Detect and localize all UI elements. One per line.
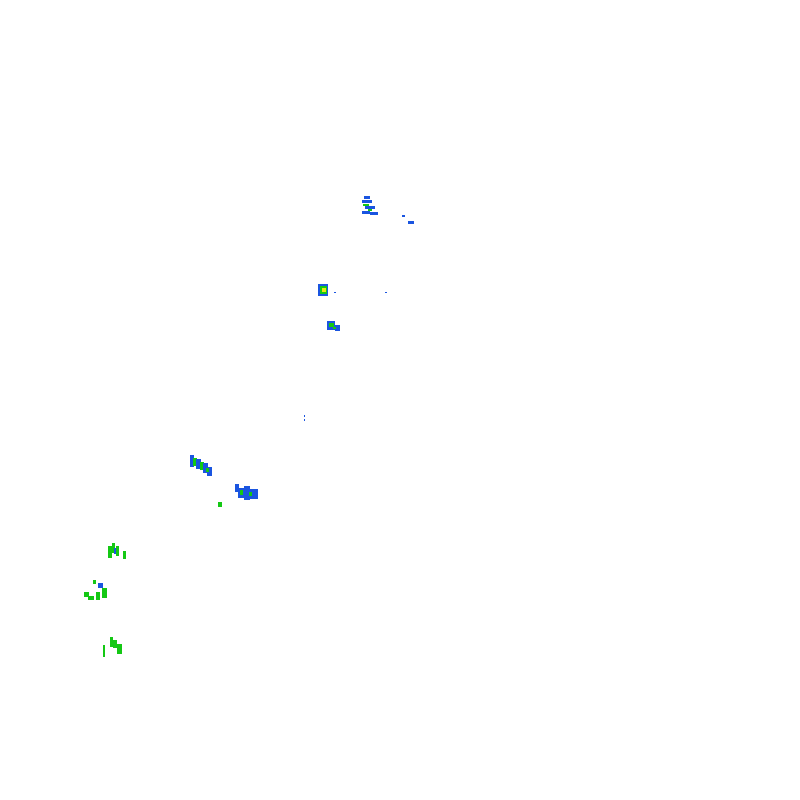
echo-cell	[218, 484, 258, 507]
echo-cell	[327, 321, 340, 331]
echo-cell	[362, 196, 378, 215]
echo-cell	[402, 215, 414, 224]
echo-cell	[318, 284, 387, 296]
echo-cell	[304, 415, 305, 421]
echo-cell	[84, 580, 107, 600]
echo-cell	[108, 543, 126, 559]
echo-cell	[190, 455, 212, 476]
echo-cell	[103, 637, 122, 657]
